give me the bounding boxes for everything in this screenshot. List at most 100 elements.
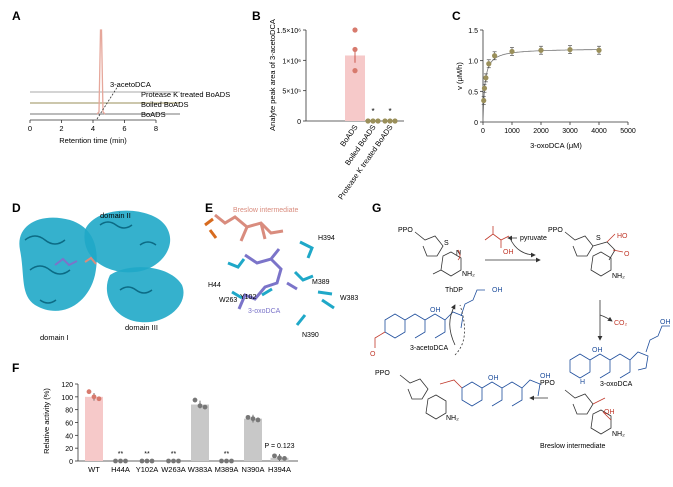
legend-protease: Protease K treated BoADS <box>141 90 230 99</box>
data-point <box>352 68 358 74</box>
data-point <box>486 61 492 67</box>
y-axis-label: Analyte peak area of 3-acetoDCA <box>268 19 277 131</box>
breslow-oh: OH <box>604 409 615 416</box>
label-domain-ii: domain II <box>100 211 131 220</box>
data-point <box>86 389 92 395</box>
thdp-ppo: PPO <box>398 227 413 234</box>
breslow-nh2: NH₂ <box>612 431 625 438</box>
arrow-recycle <box>454 304 465 356</box>
acetodca-o: O <box>370 351 376 358</box>
data-point <box>224 458 229 464</box>
panel-label-a: A <box>12 9 21 23</box>
legend-boads: BoADS <box>141 110 166 119</box>
trace-boads-peak <box>96 29 106 115</box>
pyruvate-label: pyruvate <box>520 235 547 242</box>
data-point <box>139 458 145 464</box>
ligand-site <box>54 257 78 267</box>
adduct-o: O <box>624 251 630 258</box>
x-tick-label: 5000 <box>620 128 636 135</box>
bar <box>244 418 262 461</box>
label-h394: H394 <box>318 235 335 242</box>
arrow-release <box>449 304 456 346</box>
data-point <box>144 458 150 464</box>
data-point <box>596 47 602 53</box>
significance-label: ** <box>144 451 150 458</box>
breslow-label: Breslow intermediate <box>540 443 605 450</box>
y-tick-label: 0 <box>474 120 478 127</box>
co2-label: CO₂ <box>614 320 628 327</box>
y-tick-label: 100 <box>61 395 73 402</box>
y-tick-label: 0 <box>297 119 301 126</box>
product-adduct-ppo: PPO <box>375 370 390 377</box>
reaction-scheme: PPO S N NH₂ ThDP OH pyruvate PPO S HO O … <box>370 226 671 450</box>
product-adduct: PPO NH₂ OH OH <box>375 370 551 422</box>
bar <box>345 55 365 122</box>
data-point <box>219 458 224 464</box>
data-point <box>229 458 234 464</box>
x-tick-label: 6 <box>122 124 126 133</box>
data-point <box>118 458 123 464</box>
data-point <box>382 118 388 124</box>
label-oxodca: 3-oxoDCA <box>248 308 281 315</box>
x-tick-label: 0 <box>28 124 32 133</box>
data-point <box>365 118 371 124</box>
x-tick-label: 8 <box>154 124 158 133</box>
oxodca-structure <box>569 325 670 379</box>
panel-label-e: E <box>205 201 213 215</box>
y-tick-label: 1×10⁶ <box>282 58 301 65</box>
label-w383: W383 <box>340 295 358 302</box>
y-tick-label: 0 <box>69 459 73 466</box>
acetodca-label: 3-acetoDCA <box>410 345 448 352</box>
data-point <box>277 455 282 461</box>
data-point <box>567 47 573 53</box>
x-axis-label: 3-oxoDCA (μM) <box>530 141 582 150</box>
oxodca-label: 3-oxoDCA <box>600 381 633 388</box>
pyruvate-structure: OH pyruvate <box>484 226 547 258</box>
thdp-structure: PPO S N NH₂ ThDP <box>398 227 475 294</box>
label-domain-i: domain I <box>40 333 69 342</box>
data-point <box>352 46 358 53</box>
y-tick-label: 0.5 <box>468 89 478 96</box>
breslow-ppo: PPO <box>540 380 555 387</box>
data-point <box>370 118 376 124</box>
data-point <box>352 27 358 33</box>
label-m389: M389 <box>312 279 330 286</box>
x-tick-label: 4000 <box>591 128 607 135</box>
adduct-structure: PPO S HO O NH₂ <box>548 227 630 280</box>
x-tick-label: 4 <box>91 124 95 133</box>
adduct-ppo: PPO <box>548 227 563 234</box>
data-point <box>171 458 176 464</box>
y-tick-label: 120 <box>61 382 73 389</box>
adduct-s: S <box>596 235 601 242</box>
bar <box>85 396 103 461</box>
category-label: H44A <box>111 465 130 474</box>
adduct-ho: HO <box>617 233 628 240</box>
data-point <box>113 458 118 464</box>
panel-label-g: G <box>372 201 381 215</box>
category-label: N390A <box>242 465 265 474</box>
data-point <box>245 414 251 420</box>
oxodca-oh: OH <box>592 347 603 354</box>
data-point <box>255 417 261 423</box>
fit-curve <box>482 49 599 123</box>
x-tick-label: 1000 <box>504 128 520 135</box>
data-point <box>387 118 393 124</box>
significance-label: ** <box>118 451 124 458</box>
data-point <box>492 53 498 59</box>
label-h44: H44 <box>208 282 221 289</box>
thdp-carbanion <box>457 249 461 261</box>
x-tick-label: 0 <box>481 128 485 135</box>
product-adduct-acid-oh: OH <box>540 373 551 380</box>
x-axis-label: Retention time (min) <box>59 136 127 145</box>
pyruvate-oh: OH <box>503 249 514 256</box>
data-point <box>481 97 487 104</box>
product-adduct-nh2: NH₂ <box>446 415 459 422</box>
data-point <box>192 397 198 403</box>
co2-branch <box>599 314 613 322</box>
thdp-n: N <box>456 250 461 257</box>
y-tick-label: 60 <box>65 421 73 428</box>
y-tick-label: 1.5 <box>468 28 478 35</box>
product-adduct-oh: OH <box>488 375 499 382</box>
